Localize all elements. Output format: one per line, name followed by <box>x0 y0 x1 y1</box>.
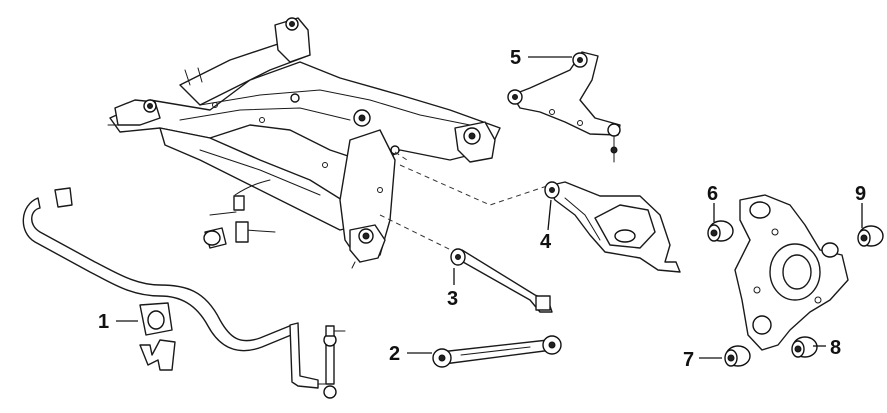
callout-1: 1 <box>98 311 109 333</box>
assembly-guide-lines <box>379 151 551 253</box>
small-link-bracket <box>203 179 276 249</box>
callout-7: 7 <box>683 349 694 371</box>
callout-labels: 1 2 3 4 5 6 7 8 9 <box>98 47 866 371</box>
rear-knuckle <box>734 194 849 351</box>
part-5-upper-control-arm <box>507 51 621 163</box>
stabilizer-bar <box>22 187 297 352</box>
subframe-crossmember <box>107 17 501 269</box>
part-9-bushing <box>857 225 884 247</box>
callout-2: 2 <box>389 343 400 365</box>
callout-9: 9 <box>855 183 866 205</box>
part-7-bushing <box>724 345 751 367</box>
part-2-lower-link <box>432 335 562 368</box>
part-6-bushing <box>707 220 734 242</box>
stabilizer-bushing-and-clamp <box>139 302 176 371</box>
stabilizer-end-link <box>289 322 346 399</box>
subframe-bushings <box>143 17 481 244</box>
callout-5: 5 <box>510 47 521 69</box>
callout-6: 6 <box>707 183 718 205</box>
callout-leaders <box>116 56 863 359</box>
callout-8: 8 <box>830 337 841 359</box>
part-8-bushing <box>791 336 818 358</box>
callout-4: 4 <box>540 231 552 253</box>
callout-3: 3 <box>447 288 458 310</box>
part-3-lateral-link <box>450 248 553 313</box>
part-4-lower-control-arm <box>544 181 681 273</box>
